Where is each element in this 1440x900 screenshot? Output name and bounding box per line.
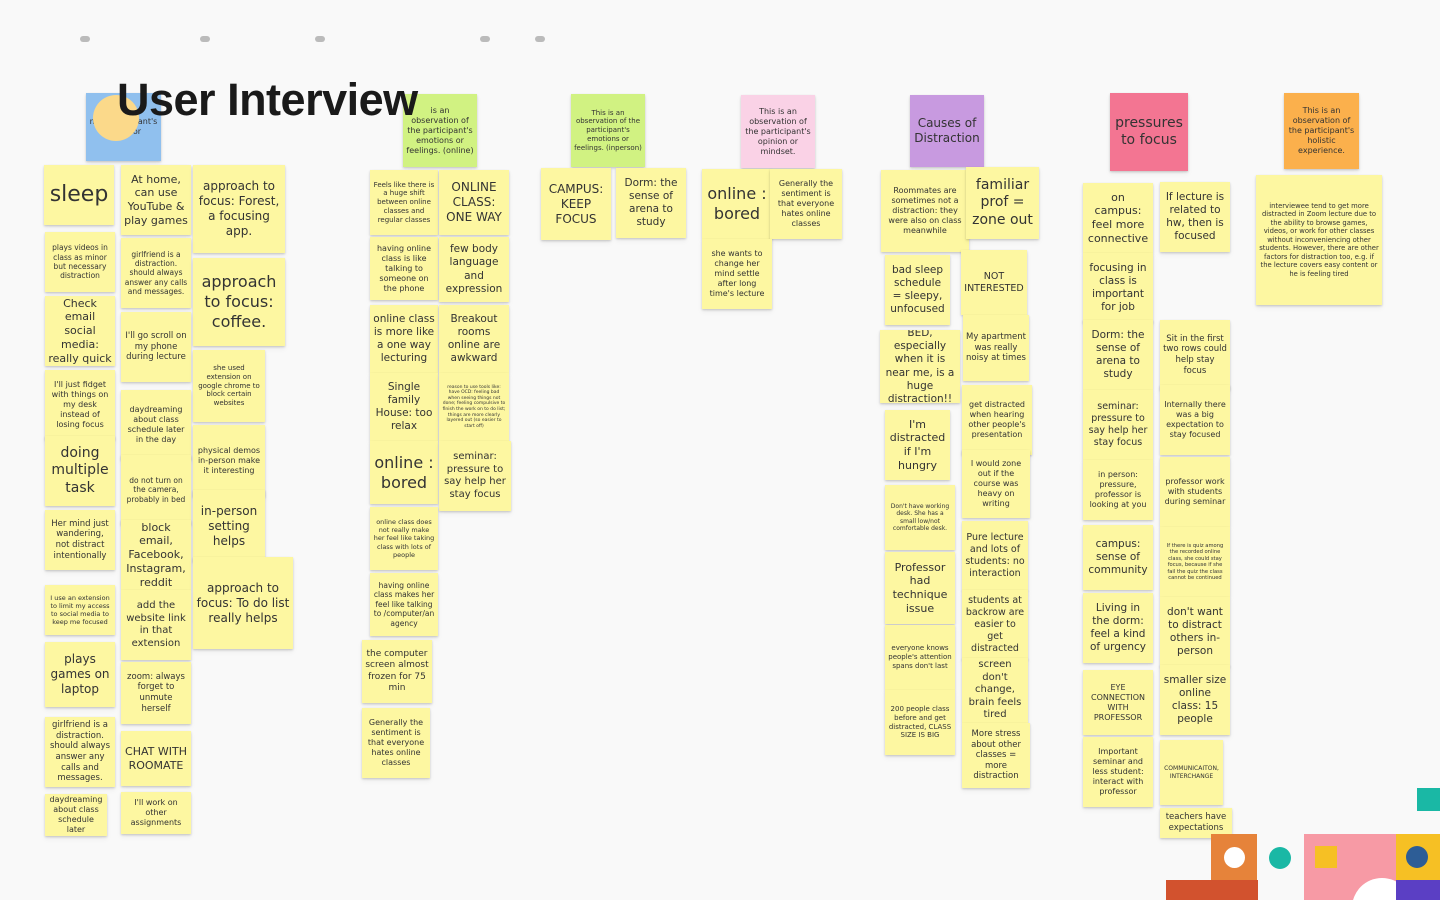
sticky-note[interactable]: smaller size online class: 15 people bbox=[1160, 665, 1230, 735]
sticky-note[interactable]: having online class is like talking to s… bbox=[370, 237, 438, 300]
sticky-note[interactable]: zoom: always forget to unmute herself bbox=[121, 662, 191, 724]
sticky-note[interactable]: plays games on laptop bbox=[45, 642, 115, 707]
sticky-note[interactable]: More stress about other classes = more d… bbox=[962, 723, 1030, 788]
sticky-note[interactable]: BED, especially when it is near me, is a… bbox=[880, 330, 960, 403]
sticky-note[interactable]: Roommates are sometimes not a distractio… bbox=[881, 170, 969, 252]
sticky-note[interactable]: Important seminar and less student: inte… bbox=[1083, 737, 1153, 807]
teal-dot bbox=[1269, 847, 1291, 869]
sticky-note[interactable]: Breakout rooms online are awkward bbox=[439, 305, 509, 373]
sticky-note[interactable]: Check email social media: really quick bbox=[45, 296, 115, 366]
sticky-note[interactable]: students at backrow are easier to get di… bbox=[962, 590, 1028, 660]
sticky-note[interactable]: I'm distracted if I'm hungry bbox=[885, 410, 950, 480]
sticky-note[interactable]: sleep bbox=[44, 165, 114, 225]
sticky-note[interactable]: Sit in the first two rows could help sta… bbox=[1160, 320, 1230, 390]
sticky-note[interactable]: she wants to change her mind settle afte… bbox=[702, 239, 772, 309]
sticky-note[interactable]: on campus: feel more connective bbox=[1083, 183, 1153, 253]
sticky-note[interactable]: bad sleep schedule = sleepy, unfocused bbox=[885, 255, 950, 325]
sticky-note[interactable]: in person: pressure, professor is lookin… bbox=[1083, 460, 1153, 520]
sticky-note[interactable]: pressures to focus bbox=[1110, 93, 1188, 171]
sticky-note[interactable]: professor work with students during semi… bbox=[1160, 457, 1230, 527]
sticky-note[interactable]: My apartment was really noisy at times bbox=[963, 315, 1029, 381]
teal-square bbox=[1417, 788, 1440, 811]
sticky-note[interactable]: Dorm: the sense of arena to study bbox=[1083, 320, 1153, 390]
sticky-note[interactable]: If lecture is related to hw, then is foc… bbox=[1160, 182, 1230, 252]
sticky-note[interactable]: seminar: pressure to say help her stay f… bbox=[439, 441, 511, 511]
sticky-note[interactable]: campus: sense of community bbox=[1083, 525, 1153, 590]
sticky-note[interactable]: Pure lecture and lots of students: no in… bbox=[962, 521, 1028, 591]
sticky-note[interactable]: I'll just fidget with things on my desk … bbox=[45, 370, 115, 440]
sticky-note[interactable]: approach to focus: Forest, a focusing ap… bbox=[193, 165, 285, 253]
sticky-note[interactable]: plays videos in class as minor but neces… bbox=[45, 232, 115, 292]
sticky-note[interactable]: CAMPUS: KEEP FOCUS bbox=[541, 168, 611, 240]
sticky-note[interactable]: reason to use tools like: have OCD: feel… bbox=[439, 373, 509, 441]
yellow-square-small bbox=[1315, 846, 1337, 868]
sticky-note[interactable]: I use an extension to limit my access to… bbox=[45, 585, 115, 635]
sticky-note[interactable]: 200 people class before and get distract… bbox=[885, 690, 955, 755]
sticky-note[interactable]: familiar prof = zone out bbox=[966, 167, 1039, 239]
sticky-note[interactable]: add the website link in that extension bbox=[121, 590, 191, 660]
sticky-note[interactable]: COMMUNICAITON, INTERCHANGE bbox=[1160, 740, 1223, 805]
sticky-note[interactable]: online : bored bbox=[702, 169, 772, 239]
sticky-note[interactable]: Generally the sentiment is that everyone… bbox=[770, 169, 842, 239]
sticky-note[interactable]: teachers have expectations bbox=[1160, 808, 1232, 838]
sticky-note[interactable]: Single family House: too relax bbox=[370, 373, 438, 441]
sticky-note[interactable]: interviewee tend to get more distracted … bbox=[1256, 175, 1382, 305]
sticky-note[interactable]: get distracted when hearing other people… bbox=[962, 385, 1032, 455]
sticky-note[interactable]: the computer screen almost frozen for 75… bbox=[362, 640, 432, 703]
sticky-note[interactable]: online class does not really make her fe… bbox=[370, 507, 438, 570]
sticky-note[interactable]: NOT INTERESTED bbox=[961, 250, 1027, 315]
sticky-note[interactable]: ONLINE CLASS: ONE WAY bbox=[439, 170, 509, 235]
sticky-note[interactable]: Professor had technique issue bbox=[885, 552, 955, 624]
sticky-note[interactable]: Don't have working desk. She has a small… bbox=[885, 485, 955, 550]
board-title: User Interview bbox=[117, 74, 418, 125]
sticky-note[interactable]: girlfriend is a distraction. should alwa… bbox=[121, 238, 191, 308]
sticky-note[interactable]: This is an observation of the participan… bbox=[571, 94, 645, 167]
sticky-note[interactable]: online : bored bbox=[370, 441, 438, 504]
sticky-note[interactable]: few body language and expression bbox=[439, 237, 509, 302]
collaborator-cursor bbox=[93, 95, 139, 141]
sticky-note[interactable]: approach to focus: To do list really hel… bbox=[193, 557, 293, 649]
sticky-note[interactable]: daydreaming about class schedule later i… bbox=[121, 390, 191, 460]
sticky-note[interactable]: I'll work on other assignments bbox=[121, 792, 191, 834]
sticky-note[interactable]: I would zone out if the course was heavy… bbox=[962, 450, 1030, 518]
sticky-note[interactable]: do not turn on the camera, probably in b… bbox=[121, 455, 191, 525]
sticky-note[interactable]: This is an observation of the participan… bbox=[1284, 93, 1359, 169]
sticky-note[interactable]: Living in the dorm: feel a kind of urgen… bbox=[1083, 593, 1153, 663]
sticky-note[interactable]: daydreaming about class schedule later bbox=[45, 794, 107, 836]
sticky-note[interactable]: having online class makes her feel like … bbox=[370, 573, 438, 636]
sticky-note[interactable]: Causes of Distraction bbox=[910, 95, 984, 167]
sticky-note[interactable]: Feels like there is a huge shift between… bbox=[370, 170, 438, 235]
sticky-note[interactable]: approach to focus: coffee. bbox=[193, 258, 285, 346]
sticky-note[interactable]: If there is quiz among the recorded onli… bbox=[1160, 527, 1230, 597]
sticky-note[interactable]: Generally the sentiment is that everyone… bbox=[362, 708, 430, 778]
sticky-note[interactable]: Her mind just wandering, not distract in… bbox=[45, 510, 115, 570]
sticky-note[interactable]: Dorm: the sense of arena to study bbox=[616, 168, 686, 238]
sticky-note[interactable]: doing multiple task bbox=[45, 436, 115, 506]
sticky-note[interactable]: CHAT WITH ROOMATE bbox=[121, 731, 191, 786]
sticky-note[interactable]: block email, Facebook, Instagram, reddit bbox=[121, 520, 191, 590]
white-circle bbox=[1224, 847, 1245, 868]
sticky-note[interactable]: screen don't change, brain feels tired bbox=[962, 658, 1028, 723]
sticky-note[interactable]: This is an observation of the participan… bbox=[741, 95, 815, 168]
navy-dot bbox=[1406, 846, 1428, 868]
sticky-note[interactable]: EYE CONNECTION WITH PROFESSOR bbox=[1083, 670, 1153, 735]
sticky-note[interactable]: online class is more like a one way lect… bbox=[370, 305, 438, 373]
sticky-note[interactable]: in-person setting helps bbox=[193, 490, 265, 562]
sticky-note[interactable]: I'll go scroll on my phone during lectur… bbox=[121, 312, 191, 382]
purple-block bbox=[1396, 880, 1440, 900]
sticky-note[interactable]: is an observation of the participant's e… bbox=[403, 94, 477, 167]
sticky-note[interactable]: Internally there was a big expectation t… bbox=[1160, 385, 1230, 455]
sticky-note[interactable]: she used extension on google chrome to b… bbox=[193, 350, 265, 422]
sticky-note[interactable]: don't want to distract others in-person bbox=[1160, 597, 1230, 667]
sticky-note[interactable]: seminar: pressure to say help her stay f… bbox=[1083, 390, 1153, 460]
rust-block bbox=[1166, 880, 1258, 900]
sticky-note[interactable]: everyone knows people's attention spans … bbox=[885, 625, 955, 690]
sticky-note[interactable]: At home, can use YouTube & play games bbox=[121, 165, 191, 235]
sticky-note[interactable]: physical demos in-person make it interes… bbox=[193, 425, 265, 497]
sticky-note[interactable]: focusing in class is important for job bbox=[1083, 253, 1153, 323]
sticky-note[interactable]: girlfriend is a distraction. should alwa… bbox=[45, 717, 115, 787]
cut-off-heading bbox=[60, 30, 580, 44]
